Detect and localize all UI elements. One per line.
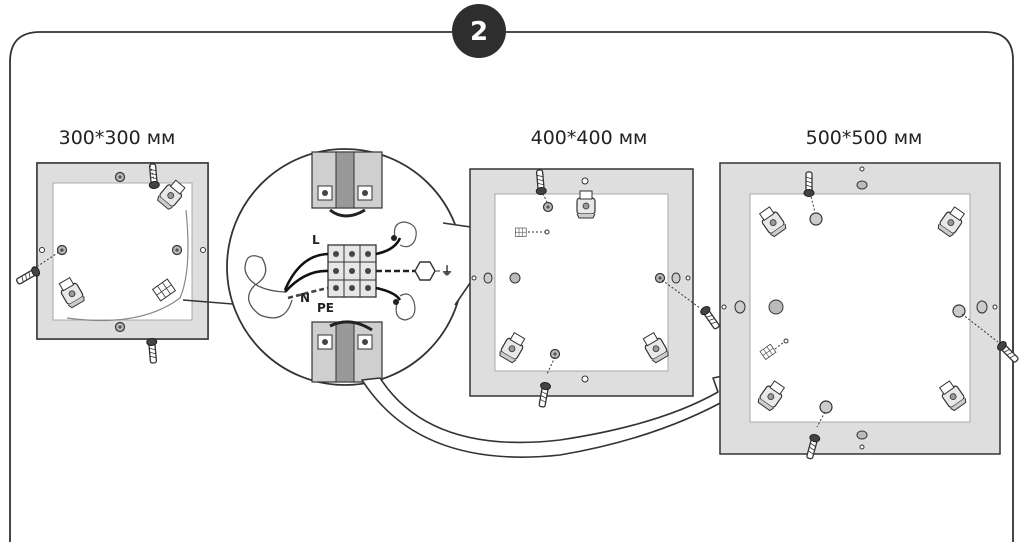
wire-label-neutral: N xyxy=(300,291,310,305)
step-badge: 2 xyxy=(452,4,506,58)
ground-nut-icon xyxy=(414,261,436,281)
panel-500-size-label: 500*500 мм xyxy=(806,127,923,149)
screw-icon xyxy=(698,304,723,332)
wire-label-live: L xyxy=(312,233,320,247)
wire-label-earth: PE xyxy=(317,301,334,315)
panel-400 xyxy=(469,168,723,409)
panel-400-size-label: 400*400 мм xyxy=(531,127,648,149)
terminal-block-icon xyxy=(327,244,377,298)
screw-icon xyxy=(145,337,160,365)
terminal-block-icon xyxy=(515,227,527,237)
step-number: 2 xyxy=(470,17,488,47)
screw-icon xyxy=(803,171,815,198)
panel-300-size-label: 300*300 мм xyxy=(59,127,176,149)
ground-symbol-icon: ⏚ xyxy=(441,264,453,278)
panel-300 xyxy=(14,162,209,365)
lamp-socket-icon xyxy=(576,190,596,219)
panel-500 xyxy=(719,162,1020,461)
wire-loop-icon xyxy=(244,255,293,319)
instruction-frame xyxy=(9,31,1014,542)
wiring-detail-callout: ⏚ L N PE xyxy=(182,148,507,386)
